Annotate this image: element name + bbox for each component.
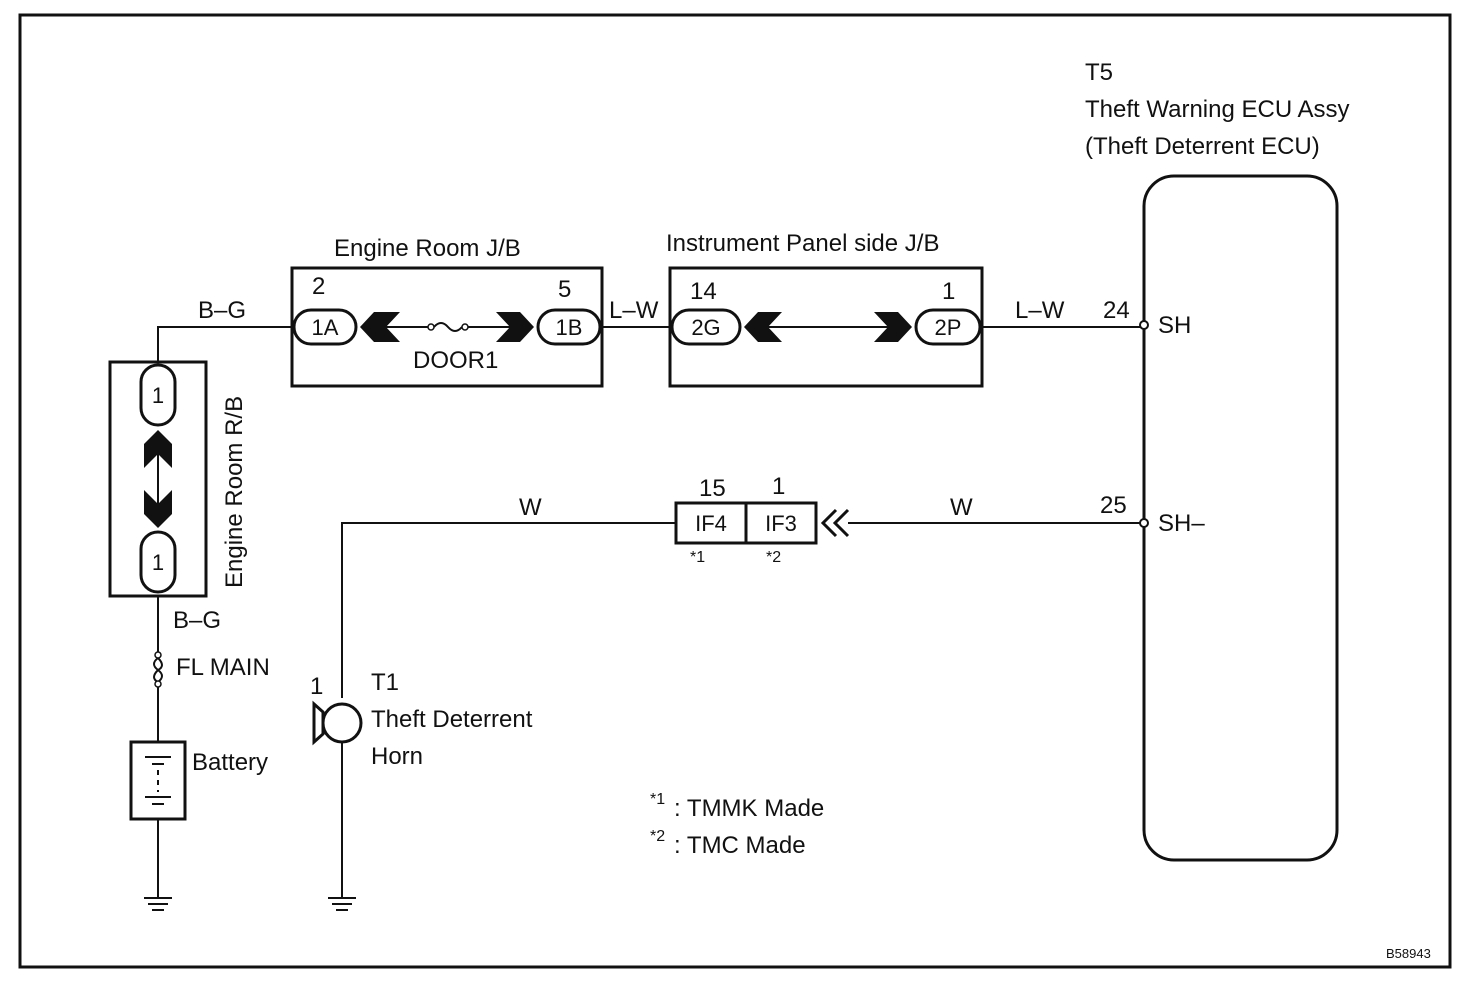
engine-room-jb: Engine Room J/B 2 5 1A 1B DOOR1: [290, 235, 604, 388]
horn-icon: [321, 702, 363, 744]
engine-room-rb: Engine Room R/B 1 1: [108, 360, 248, 598]
fl-main-label: FL MAIN: [176, 654, 270, 681]
arrow-1a-in: [360, 312, 400, 342]
junction-if3-label: IF3: [765, 511, 797, 536]
connector-2p-label: 2P: [935, 315, 962, 340]
note-2-text: : TMC Made: [674, 832, 806, 859]
ecu-pin-shm-terminal: [1139, 518, 1149, 528]
instrument-panel-jb: Instrument Panel side J/B 14 1 2G 2P: [666, 230, 984, 388]
horn-pin: 1: [310, 673, 323, 700]
ecu-pin-sh-name: SH: [1158, 312, 1191, 339]
wire-bg-top: [157, 326, 294, 362]
junction-if4-pin: 15: [699, 475, 726, 502]
ecu-alt-name: (Theft Deterrent ECU): [1085, 133, 1320, 160]
wire-lw-1-label: L–W: [609, 297, 659, 324]
top-wiring: B–G L–W L–W: [157, 297, 1140, 362]
ecu-pin-sh-number: 24: [1103, 297, 1130, 324]
junction-if4-label: IF4: [695, 511, 727, 536]
engine-room-jb-right-pin: 5: [558, 276, 571, 303]
ecu-pin-shm-number: 25: [1100, 492, 1127, 519]
ground-icon-left: [144, 897, 172, 911]
fl-main-fuse-icon: [153, 657, 163, 684]
wire-bg-top-label: B–G: [198, 297, 246, 324]
power-chain: B–G FL MAIN Battery: [129, 596, 270, 911]
junction-chevron-2: [832, 508, 850, 538]
junction-if4-note: *1: [690, 549, 705, 566]
fuse-door1-terminal-left: [427, 323, 435, 331]
instrument-panel-jb-left-pin: 14: [690, 278, 717, 305]
ground-icon-right: [328, 897, 356, 911]
arrow-2g-in: [744, 312, 782, 342]
wire-lw-2-label: L–W: [1015, 297, 1065, 324]
engine-room-jb-left-pin: 2: [312, 273, 325, 300]
engine-room-jb-title: Engine Room J/B: [334, 235, 521, 262]
ecu-id: T5: [1085, 59, 1113, 86]
junction-if3-box: [744, 501, 818, 545]
ecu-t5: T5 Theft Warning ECU Assy (Theft Deterre…: [1085, 59, 1350, 862]
junction-if3-pin: 1: [772, 473, 785, 500]
instrument-panel-jb-right-pin: 1: [942, 278, 955, 305]
fl-main-terminal-bottom: [154, 680, 162, 688]
diagram-frame: [18, 13, 1452, 969]
connector-1b-label: 1B: [556, 315, 583, 340]
note-1-mark: *1: [650, 791, 665, 808]
horn-name-line2: Horn: [371, 743, 423, 770]
horn-bell: [312, 700, 325, 746]
connector-2g-label: 2G: [691, 315, 720, 340]
battery-label: Battery: [192, 749, 268, 776]
junction-if4-box: [674, 501, 748, 545]
ecu-pin-shm-name: SH–: [1158, 510, 1205, 537]
fl-main-terminal-top: [154, 651, 162, 659]
lower-wiring: W W: [341, 494, 1140, 698]
horn-name-line1: Theft Deterrent: [371, 706, 533, 733]
note-2-mark: *2: [650, 828, 665, 845]
wire-w-right-label: W: [950, 494, 973, 521]
instrument-panel-jb-title: Instrument Panel side J/B: [666, 230, 939, 257]
ecu-name: Theft Warning ECU Assy: [1085, 96, 1350, 123]
wire-w-left: [341, 522, 676, 698]
junction-if3-note: *2: [766, 549, 781, 566]
arrow-2p-in: [874, 312, 912, 342]
horn-t1: 1 T1 Theft Deterrent Horn: [310, 669, 533, 911]
engine-room-rb-title: Engine Room R/B: [221, 396, 248, 588]
rb-arrow-down: [144, 490, 172, 528]
rb-connector-bottom: [139, 530, 177, 594]
arrow-1b-in: [496, 312, 534, 342]
notes: *1 : TMMK Made *2 : TMC Made: [650, 791, 824, 859]
rb-arrow-up: [144, 430, 172, 468]
junction-chevron-1: [820, 508, 838, 538]
note-1-text: : TMMK Made: [674, 795, 824, 822]
fuse-door1-terminal-right: [461, 323, 469, 331]
rb-connector-top-label: 1: [152, 383, 164, 408]
rb-connector-top: [139, 363, 177, 427]
wire-w-left-label: W: [519, 494, 542, 521]
junction-connector: IF4 IF3 15 1 *1 *2: [674, 473, 818, 566]
wire-bg-bottom-label: B–G: [173, 607, 221, 634]
rb-connector-bottom-label: 1: [152, 550, 164, 575]
fuse-door1-label: DOOR1: [413, 347, 498, 374]
fuse-door1-icon: [433, 322, 463, 332]
horn-id: T1: [371, 669, 399, 696]
ecu-pin-sh-terminal: [1139, 320, 1149, 330]
connector-1a-label: 1A: [312, 315, 339, 340]
figure-code: B58943: [1386, 946, 1431, 961]
